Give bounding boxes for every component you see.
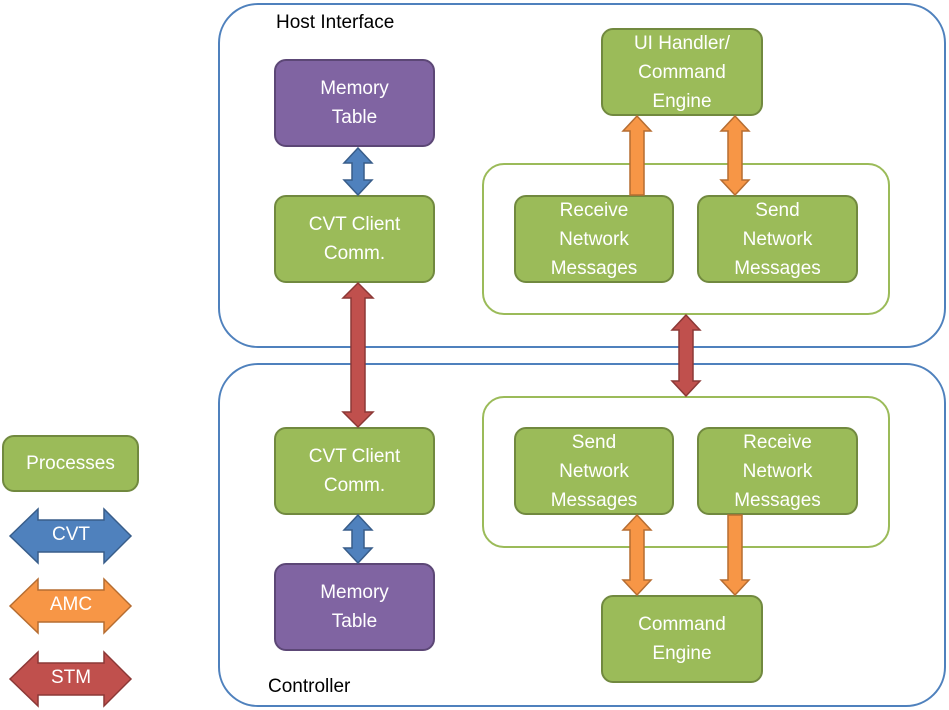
stm-arrow-network-link <box>670 313 702 398</box>
controller-send-network-messages: Send Network Messages <box>514 427 674 515</box>
controller-cvt-client-comm: CVT Client Comm. <box>274 427 435 515</box>
amc-arrow-host-send <box>719 114 751 197</box>
controller-command-engine: Command Engine <box>601 595 763 683</box>
host-send-network-messages: Send Network Messages <box>697 195 858 283</box>
amc-arrow-controller-receive <box>719 514 751 597</box>
stm-arrow-cvt-link <box>341 281 375 429</box>
amc-arrow-controller-send <box>621 513 653 597</box>
legend-stm-label: STM <box>50 667 92 688</box>
cvt-arrow-controller <box>342 513 374 565</box>
legend-cvt-arrow <box>8 507 133 565</box>
legend-cvt-label: CVT <box>52 524 90 545</box>
controller-memory-table: Memory Table <box>274 563 435 651</box>
legend-processes: Processes <box>2 435 139 492</box>
amc-arrow-host-receive <box>621 114 653 196</box>
legend-amc-label: AMC <box>49 594 93 615</box>
host-interface-title: Host Interface <box>276 12 395 33</box>
legend-amc-arrow <box>8 577 133 635</box>
host-receive-network-messages: Receive Network Messages <box>514 195 674 283</box>
controller-receive-network-messages: Receive Network Messages <box>697 427 858 515</box>
cvt-arrow-host <box>342 146 374 197</box>
controller-title: Controller <box>268 676 351 697</box>
host-memory-table: Memory Table <box>274 59 435 147</box>
host-ui-handler-command-engine: UI Handler/ Command Engine <box>601 28 763 116</box>
host-cvt-client-comm: CVT Client Comm. <box>274 195 435 283</box>
legend-stm-arrow <box>8 650 133 708</box>
